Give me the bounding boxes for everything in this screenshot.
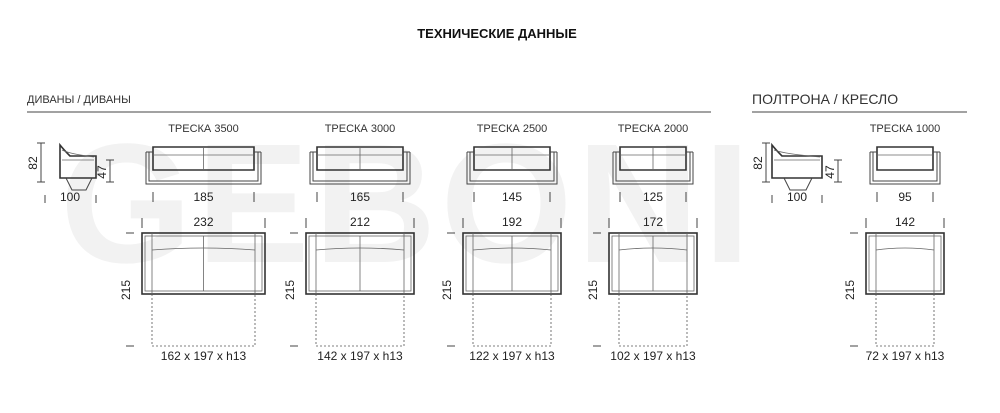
front-view	[612, 146, 694, 185]
sofa-side-depth: 100	[60, 190, 80, 204]
model-name: ТРЕСКА 3000	[325, 123, 396, 135]
front-width-dim: 185	[152, 190, 255, 204]
bed-size-label: 122 x 197 x h13	[469, 349, 555, 363]
top-width-value: 232	[193, 215, 213, 229]
top-width-value: 172	[643, 215, 663, 229]
armchair-side-seat-height: 47	[823, 165, 837, 179]
armchair-side-dims: 82 47 100	[751, 142, 842, 204]
front-width-value: 125	[643, 190, 663, 204]
model-group: ТРЕСКА 3000 165 212 215 142 x 197 x h13	[283, 123, 415, 363]
front-view	[309, 146, 411, 185]
top-depth-value: 215	[119, 280, 133, 300]
model-name: ТРЕСКА 2000	[618, 123, 689, 135]
front-width-value: 95	[898, 190, 912, 204]
bed-outline	[472, 294, 552, 347]
top-width-dim: 232	[141, 215, 266, 229]
top-width-value: 192	[502, 215, 522, 229]
depth-dim: 215	[586, 232, 601, 347]
front-view	[869, 146, 941, 185]
top-depth-value: 215	[283, 280, 297, 300]
depth-dim: 215	[843, 232, 858, 347]
front-width-dim: 95	[876, 190, 934, 204]
model-group: ТРЕСКА 1000 95 142 215 72 x 197 x h13	[843, 123, 945, 363]
depth-dim: 215	[119, 232, 134, 347]
sofa-side-seat-height: 47	[95, 165, 109, 179]
watermark-logo: GEBONI	[60, 109, 755, 299]
front-width-value: 145	[502, 190, 522, 204]
top-view	[305, 232, 415, 295]
front-view	[466, 146, 558, 185]
front-width-dim: 125	[619, 190, 687, 204]
model-name: ТРЕСКА 1000	[870, 123, 941, 135]
top-depth-value: 215	[586, 280, 600, 300]
top-depth-value: 215	[843, 280, 857, 300]
top-view	[462, 232, 562, 295]
bed-size-label: 162 x 197 x h13	[161, 349, 247, 363]
top-width-dim: 142	[865, 215, 945, 229]
model-name: ТРЕСКА 3500	[168, 123, 239, 135]
depth-dim: 215	[283, 232, 298, 347]
bed-outline	[315, 294, 405, 347]
model-group: ТРЕСКА 3500 185 232 215 162 x 197 x h13	[119, 123, 266, 363]
sofa-side-height: 82	[26, 156, 40, 170]
top-view	[608, 232, 698, 295]
armchair-side-view	[771, 142, 823, 191]
page-title: ТЕХНИЧЕСКИЕ ДАННЫЕ	[417, 26, 577, 41]
model-group: ТРЕСКА 2000 125 172 215 102 x 197 x h13	[586, 123, 698, 363]
bed-size-label: 72 x 197 x h13	[866, 349, 945, 363]
front-view	[145, 146, 262, 185]
front-width-dim: 145	[473, 190, 551, 204]
bed-size-label: 142 x 197 x h13	[317, 349, 403, 363]
bed-outline	[618, 294, 688, 347]
top-view	[141, 232, 266, 295]
bed-size-label: 102 x 197 x h13	[610, 349, 696, 363]
top-width-dim: 172	[608, 215, 698, 229]
model-name: ТРЕСКА 2500	[477, 123, 548, 135]
bed-outline	[151, 294, 256, 347]
front-width-value: 165	[350, 190, 370, 204]
top-depth-value: 215	[440, 280, 454, 300]
bed-outline	[875, 294, 935, 347]
sofa-side-dims: 82 47 100	[26, 142, 114, 204]
top-width-value: 212	[350, 215, 370, 229]
section-armchair-label: ПОЛТРОНА / КРЕСЛО	[752, 91, 898, 107]
armchair-side-depth: 100	[787, 190, 807, 204]
top-view	[865, 232, 945, 295]
section-sofas-label: ДИВАНЫ / ДИВАНЫ	[27, 94, 131, 106]
top-width-value: 142	[895, 215, 915, 229]
front-width-dim: 165	[316, 190, 404, 204]
sofa-side-view	[59, 142, 97, 191]
top-width-dim: 212	[305, 215, 415, 229]
top-width-dim: 192	[462, 215, 562, 229]
model-group: ТРЕСКА 2500 145 192 215 122 x 197 x h13	[440, 123, 562, 363]
armchair-side-height: 82	[751, 156, 765, 170]
front-width-value: 185	[193, 190, 213, 204]
depth-dim: 215	[440, 232, 455, 347]
